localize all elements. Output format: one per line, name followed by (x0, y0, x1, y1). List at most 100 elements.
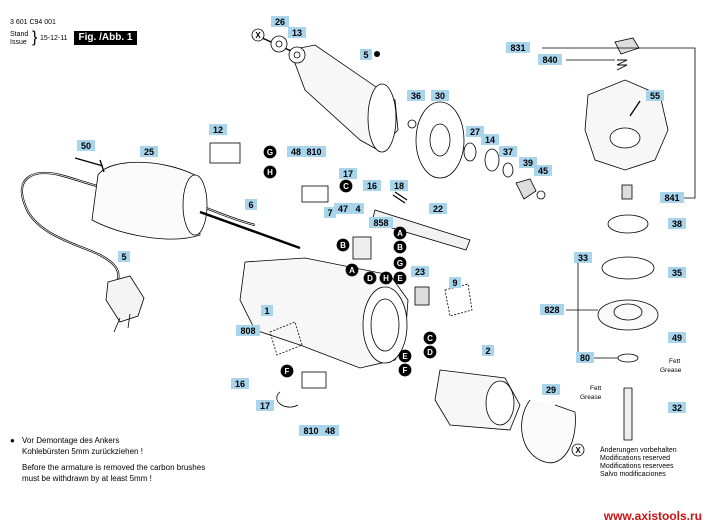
callout-12: 12 (209, 124, 227, 135)
callout-16b: 16 (231, 378, 249, 389)
bearing-26 (270, 35, 288, 53)
callout-841: 841 (660, 192, 684, 203)
bearing-flange (415, 101, 465, 179)
callout-label-16b: 16 (235, 379, 245, 389)
marker-B1: B (393, 240, 407, 254)
marker-label-E2: E (402, 352, 408, 361)
spindle-841 (621, 184, 633, 200)
callout-37: 37 (499, 146, 517, 157)
callout-38: 38 (668, 218, 686, 229)
marker-H1: H (263, 165, 277, 179)
callout-2: 2 (482, 345, 494, 356)
callout-label-6: 6 (248, 200, 253, 210)
issue-label: Issue (10, 39, 27, 46)
marker-label-A2: A (349, 266, 355, 275)
changes-2: Modifications reservees (600, 463, 674, 470)
marker-label-B2: B (340, 241, 346, 250)
marker-G2: G (393, 256, 407, 270)
callout-label-17b: 17 (260, 401, 270, 411)
callout-29: 29 (542, 384, 560, 395)
callout-label-18: 18 (394, 181, 404, 191)
gear-housing (584, 79, 669, 171)
marker-label-H1: H (267, 168, 273, 177)
screw-55 (629, 100, 641, 117)
header-brace: } (32, 29, 38, 46)
label-sheet-808 (269, 321, 303, 356)
callout-27: 27 (466, 126, 484, 137)
callout-858: 858 (369, 217, 393, 228)
marker-G1: G (263, 145, 277, 159)
callout-label-23: 23 (415, 267, 425, 277)
ring-27 (463, 142, 477, 162)
changes-3: Salvo modificaciones (600, 471, 666, 478)
callout-5: 5 (360, 49, 372, 60)
callout-label-5b: 5 (121, 252, 126, 262)
plug (105, 275, 145, 333)
callout-label-48b: 48 (325, 426, 335, 436)
callout-80: 80 (576, 352, 594, 363)
callout-label-37: 37 (503, 147, 513, 157)
marker-A1: A (393, 226, 407, 240)
callout-18: 18 (390, 180, 408, 191)
callout-label-30: 30 (435, 91, 445, 101)
grease-left: Grease (580, 394, 602, 401)
callout-30: 30 (431, 90, 449, 101)
switch-rod (199, 210, 301, 250)
callout-label-39: 39 (523, 158, 533, 168)
changes-0: Änderungen vorbehalten (600, 447, 677, 454)
marker-label-E1: E (397, 274, 403, 283)
stator (434, 369, 521, 431)
callout-label-29: 29 (546, 385, 556, 395)
callout-23: 23 (411, 266, 429, 277)
callout-16a: 16 (363, 180, 381, 191)
callout-label-1: 1 (264, 306, 269, 316)
marker-F2: F (280, 364, 294, 378)
callout-17b: 17 (256, 400, 274, 411)
callout-9: 9 (449, 277, 461, 288)
callout-label-828: 828 (544, 305, 559, 315)
callout-label-2: 2 (485, 346, 490, 356)
marker-label-A1: A (397, 229, 403, 238)
callout-label-841: 841 (664, 193, 679, 203)
callout-label-22: 22 (433, 204, 443, 214)
callout-label-14: 14 (485, 135, 495, 145)
callout-14: 14 (481, 134, 499, 145)
marker-label-G1: G (267, 148, 273, 157)
callout-label-831: 831 (510, 43, 525, 53)
callout-label-48a: 48 (291, 147, 301, 157)
callout-label-45: 45 (538, 166, 548, 176)
callout-label-9: 9 (452, 278, 457, 288)
bearing-flange-828 (597, 299, 659, 331)
washer-80 (617, 353, 639, 363)
switch-4 (352, 236, 372, 260)
callout-label-33: 33 (578, 253, 588, 263)
marker-label-C2: C (427, 334, 433, 343)
armature (259, 36, 399, 153)
switch-slider-22 (371, 209, 471, 251)
marker-D2: D (423, 345, 437, 359)
bearing-14 (484, 148, 500, 172)
callout-label-26: 26 (275, 17, 285, 27)
callout-17a: 17 (339, 168, 357, 179)
marker-B2: B (336, 238, 350, 252)
callout-33: 33 (574, 252, 592, 263)
callout-label-4: 4 (355, 204, 360, 214)
grease-top: Grease (660, 367, 682, 374)
callout-label-36: 36 (411, 91, 421, 101)
callout-7: 7 (324, 207, 336, 218)
website-link[interactable]: www.axistools.ru (603, 509, 702, 523)
spring-840 (616, 59, 628, 71)
marker-label-D2: D (427, 348, 433, 357)
callout-35: 35 (668, 267, 686, 278)
callout-831: 831 (506, 42, 530, 53)
callout-label-25: 25 (144, 147, 154, 157)
note-de-line1: Vor Demontage des Ankers (22, 436, 120, 445)
plate-23 (414, 286, 430, 306)
callout-828: 828 (540, 304, 564, 315)
note-de-line2: Kohlebürsten 5mm zurückziehen ! (22, 447, 143, 456)
nut-37 (502, 162, 514, 178)
gear-38 (607, 214, 649, 234)
marker-A2: A (345, 263, 359, 277)
callout-label-12: 12 (213, 125, 223, 135)
